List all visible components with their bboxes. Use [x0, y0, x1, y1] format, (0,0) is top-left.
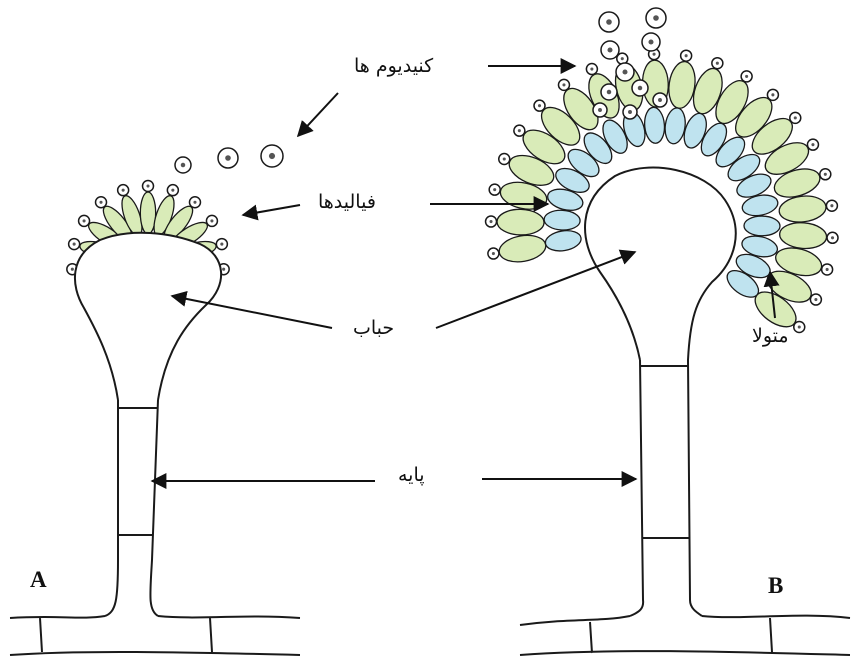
conidiophore-a — [10, 145, 300, 655]
conidium-dot — [826, 268, 829, 271]
conidium-dot — [798, 325, 801, 328]
phialide — [497, 209, 545, 236]
label-conidia: کنیدیوم ها — [354, 57, 433, 76]
conidium-dot — [73, 243, 76, 246]
conidium-dot — [745, 75, 748, 78]
conidium-dot — [493, 188, 496, 191]
arrow-conidia-a — [298, 93, 338, 136]
conidium-dot — [489, 220, 492, 223]
conidium-dot — [222, 268, 225, 271]
vesicle-a — [75, 233, 221, 400]
phialide — [497, 232, 548, 265]
arrow-phialides-a — [243, 205, 300, 215]
label-stipe: پایه — [398, 466, 425, 485]
conidium-dot — [562, 83, 565, 86]
conidium-dot — [607, 47, 612, 52]
conidium-dot — [831, 236, 834, 239]
conidium-dot — [794, 116, 797, 119]
conidium-dot — [628, 110, 632, 114]
conidium-dot — [99, 201, 102, 204]
conidium-dot — [598, 108, 602, 112]
conidium-dot — [146, 184, 149, 187]
conidiophore-b — [486, 8, 850, 655]
conidium-dot — [814, 298, 817, 301]
conidium-dot — [607, 90, 611, 94]
stipe-a — [105, 400, 158, 616]
conidium-dot — [638, 86, 642, 90]
conidium-dot — [590, 67, 593, 70]
conidium-dot — [811, 143, 814, 146]
conidium-dot — [622, 69, 627, 74]
conidium-dot — [83, 219, 86, 222]
conidium-dot — [606, 19, 612, 25]
vesicle-b — [585, 168, 736, 360]
conidium-dot — [716, 62, 719, 65]
conidium-dot — [653, 53, 656, 56]
panel-label-b: B — [768, 574, 783, 597]
conidium-dot — [492, 252, 495, 255]
metula — [643, 107, 665, 144]
metula — [544, 228, 583, 253]
panel-label-a: A — [30, 568, 47, 591]
conidium-dot — [830, 204, 833, 207]
stipe-b — [630, 360, 702, 616]
substrate-a — [10, 616, 300, 655]
conidium-dot — [193, 201, 196, 204]
metula — [544, 209, 581, 230]
conidium-dot — [269, 153, 275, 159]
conidium-dot — [220, 243, 223, 246]
conidium-dot — [181, 163, 185, 167]
conidium-dot — [771, 93, 774, 96]
conidium-dot — [210, 219, 213, 222]
conidium-dot — [658, 98, 662, 102]
conidium-dot — [225, 155, 231, 161]
phialide — [778, 194, 828, 225]
conidium-dot — [621, 57, 624, 60]
metula — [744, 216, 780, 236]
conidium-dot — [518, 129, 521, 132]
phialide — [779, 221, 828, 250]
arrow-vesicle-b — [436, 252, 635, 328]
conidium-dot — [685, 54, 688, 57]
conidium-dot — [653, 15, 659, 21]
substrate-b — [520, 616, 850, 655]
free-conidia-a — [175, 145, 283, 173]
phialide — [140, 192, 155, 234]
conidium-dot — [71, 268, 74, 271]
label-metulae: متولا — [752, 327, 789, 346]
conidium-dot — [122, 189, 125, 192]
label-phialides: فیالیدها — [318, 193, 376, 212]
conidium-dot — [503, 157, 506, 160]
conidium-dot — [824, 173, 827, 176]
label-vesicle: حباب — [353, 319, 394, 338]
conidium-dot — [538, 104, 541, 107]
conidium-dot — [648, 39, 653, 44]
conidium-dot — [171, 189, 174, 192]
